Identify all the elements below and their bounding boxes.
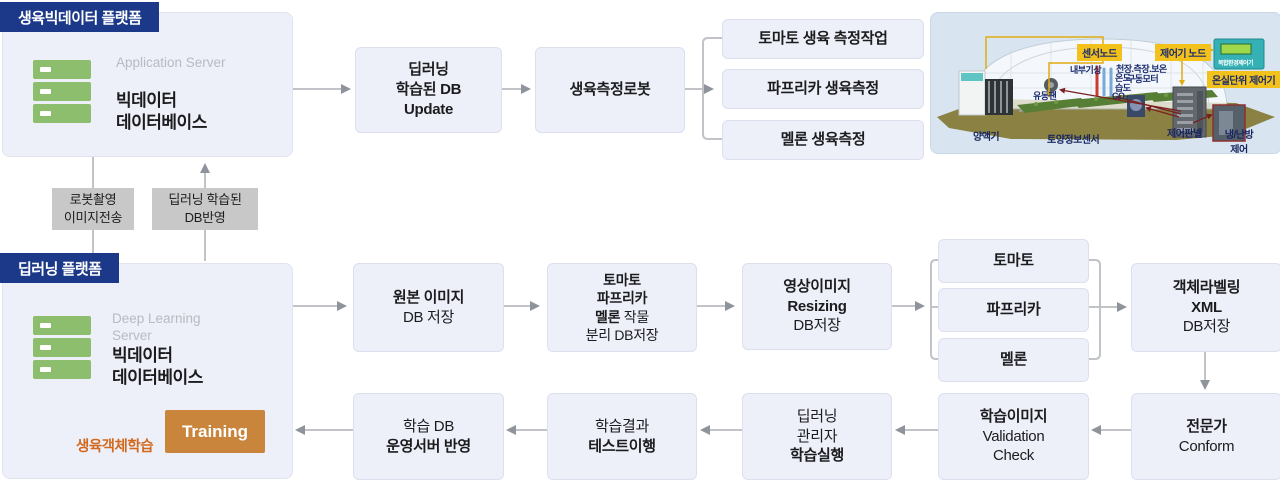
line: 토마토 (993, 252, 1034, 270)
line: 원본 이미지 (392, 288, 465, 306)
box-db-update: 딥러닝 학습된 DB Update (355, 47, 502, 133)
label-unit-controller: 온실단위 제어기 (1207, 71, 1280, 88)
line: 학습실행 (789, 447, 844, 465)
line: Conform (1178, 437, 1235, 455)
line: 딥러닝 (796, 407, 838, 425)
box-deploy-db: 학습 DB 운영서버 반영 (353, 393, 504, 480)
box-crop-melon: 멜론 (938, 338, 1089, 382)
line: 학습 DB (402, 417, 455, 435)
line: 학습이미지 (979, 407, 1048, 425)
bigdata-platform-header: 생육빅데이터 플랫폼 (0, 2, 160, 32)
line: 영상이미지 (783, 277, 851, 295)
server-name-line2: 데이터베이스 (112, 368, 203, 388)
line: DB저장 (1182, 318, 1231, 336)
db-reflect-label: 딥러닝 학습된 DB반영 (152, 188, 258, 230)
line: XML (1191, 298, 1222, 316)
label-control-panel: 제어판넬 (1167, 129, 1202, 140)
box-validation-check: 학습이미지 Validation Check (938, 393, 1089, 480)
server-name-line1: 빅데이터 (116, 91, 177, 110)
line: 토마토 생육 측정작업 (758, 30, 888, 48)
line: 파프리카 (596, 290, 648, 307)
label-sensor-node: 센서노드 (1077, 44, 1122, 61)
label-humidity: 습도 (1115, 83, 1131, 93)
line: 멜론 생육측정 (780, 131, 866, 149)
box-task-paprika: 파프리카 생육측정 (722, 69, 924, 109)
line: 관리자 (796, 427, 838, 445)
label-soil-sensor: 토양정보센서 (1047, 135, 1100, 146)
label-inner-weather: 내부기상 (1070, 65, 1102, 75)
label-fan: 유동팬 (1033, 91, 1057, 101)
line: 전문가 (1186, 417, 1227, 435)
server-name: 빅데이터 데이터베이스 (112, 345, 203, 389)
box-task-tomato: 토마토 생육 측정작업 (722, 19, 924, 59)
line: 멜론 작물 (595, 308, 649, 325)
training-note: 생육객체학습 (76, 439, 154, 455)
box-task-melon: 멜론 생육측정 (722, 120, 924, 160)
box-original-image: 원본 이미지 DB 저장 (353, 263, 504, 352)
label-nutrient: 양액기 (973, 132, 1000, 143)
server-icon (33, 60, 91, 129)
line: 학습된 DB (395, 81, 462, 99)
box-resizing: 영상이미지 Resizing DB저장 (742, 263, 892, 350)
line: 딥러닝 (408, 61, 449, 79)
box-crop-paprika: 파프리카 (938, 288, 1089, 332)
line: 객체라벨링 (1172, 278, 1241, 296)
line: 파프리카 생육측정 (767, 80, 879, 98)
label-controller-node: 제어기 노드 (1155, 44, 1211, 61)
line: 토마토 (603, 272, 641, 289)
transfer-down-line2: 이미지전송 (63, 210, 123, 225)
server-type-label: Application Server (116, 55, 226, 70)
box-test-run: 학습결과 테스트이행 (547, 393, 697, 480)
line: 생육측정로봇 (569, 81, 651, 99)
line: DB 저장 (402, 308, 455, 326)
greenhouse-drawing (937, 36, 1275, 142)
line: 분리 DB저장 (585, 326, 659, 343)
line: Validation (982, 427, 1045, 445)
line: Update (403, 100, 454, 118)
deeplearning-platform-title: 딥러닝 플랫폼 (18, 260, 102, 278)
robot-image-transfer-label: 로봇촬영 이미지전송 (52, 188, 134, 230)
bigdata-platform-title: 생육빅데이터 플랫폼 (18, 9, 142, 27)
server-icon (33, 316, 91, 385)
label-hvac: 냉/난방 제어 (1224, 130, 1254, 154)
deeplearning-platform-header: 딥러닝 플랫폼 (0, 253, 120, 283)
line: 파프리카 (986, 301, 1041, 319)
box-growth-robot: 생육측정로봇 (535, 47, 685, 133)
line: DB저장 (793, 317, 841, 335)
transfer-down-line1: 로봇촬영 (69, 192, 117, 208)
label-device: 복합환경제어기 (1218, 61, 1254, 67)
box-expert-conform: 전문가 Conform (1131, 393, 1280, 480)
transfer-up-line1: 딥러닝 학습된 (168, 192, 242, 208)
server-name-line2: 데이터베이스 (116, 113, 207, 133)
line: Check (992, 447, 1035, 465)
server-type-label: Deep Learning Server (112, 311, 201, 343)
label-motors-line2: 구동모터 (1127, 74, 1159, 84)
greenhouse-illustration: 센서노드 제어기 노드 온실단위 제어기 복합환경제어기 내부기상 천장.측장.… (930, 12, 1280, 154)
transfer-up-line2: DB반영 (184, 210, 226, 225)
label-motors-line1: 천장.측장.보온 (1116, 64, 1167, 74)
label-temp: 온도 (1115, 73, 1131, 83)
box-learning-run: 딥러닝 관리자 학습실행 (742, 393, 892, 480)
server-name: 빅데이터 데이터베이스 (116, 90, 207, 134)
line: 테스트이행 (588, 437, 656, 455)
label-co2: CO₂ (1112, 91, 1129, 101)
box-crop-tomato: 토마토 (938, 239, 1089, 283)
line: 학습결과 (594, 417, 649, 435)
line: Resizing (787, 297, 847, 315)
box-object-labeling: 객체라벨링 XML DB저장 (1131, 263, 1280, 352)
line: 운영서버 반영 (386, 437, 471, 455)
server-name-line1: 빅데이터 (112, 346, 173, 365)
training-box: Training (165, 410, 265, 453)
line: 멜론 (999, 351, 1027, 369)
box-crop-separate: 토마토 파프리카 멜론 작물 분리 DB저장 (547, 263, 697, 352)
